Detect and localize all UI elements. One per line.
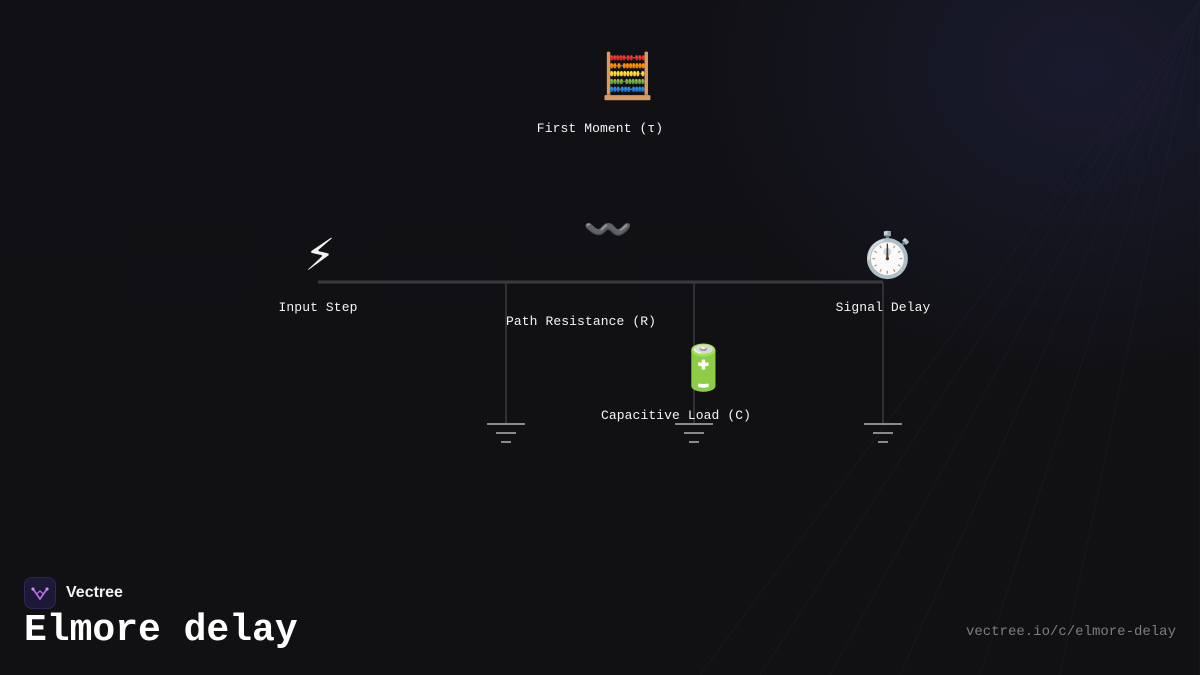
brand: Vectree [24,577,123,609]
page-title: Elmore delay [24,609,298,652]
stopwatch-icon: ⏱️ [860,230,915,281]
ground-symbol-3 [864,423,902,443]
brand-name: Vectree [66,584,123,601]
input-step-label: Input Step [278,300,358,315]
ground-symbol-2 [675,423,713,443]
first-moment-label: First Moment (τ) [536,121,664,136]
lightning-bolt-icon: ⚡ [304,230,336,281]
vectree-logo-icon [24,577,56,609]
ground-symbol-1 [487,423,525,443]
abacus-icon: 🧮 [600,51,655,102]
source-url: vectree.io/c/elmore-delay [965,624,1176,640]
signal-delay-label: Signal Delay [835,300,931,315]
capacitive-load-label: Capacitive Load (C) [600,408,752,423]
battery-icon: 🔋 [676,343,731,394]
path-resistance-label: Path Resistance (R) [505,314,657,329]
wavy-resistor-icon: 〰️ [583,207,633,253]
